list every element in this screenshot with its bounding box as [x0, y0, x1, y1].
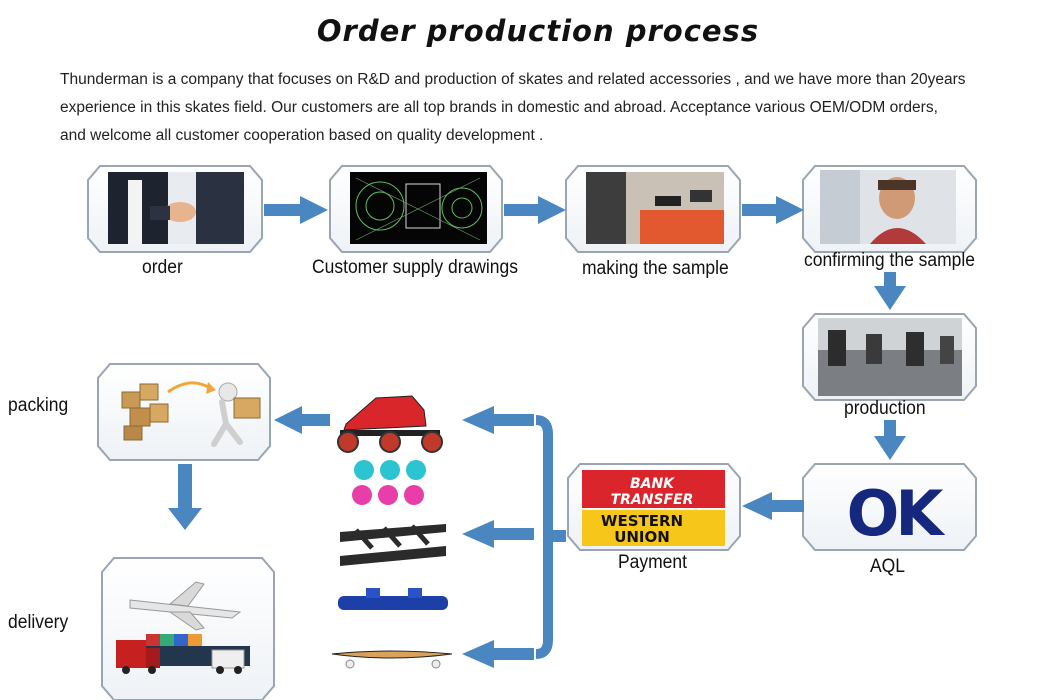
transfer-label: TRANSFER: [611, 492, 694, 508]
arrow-to-packing: [274, 406, 330, 434]
intro-line-1: Thunderman is a company that focuses on …: [60, 71, 966, 88]
confirm-box: [802, 165, 977, 253]
arrow-payment-to-branch: [552, 530, 566, 542]
intro-line-3: and welcome all customer cooperation bas…: [60, 127, 544, 144]
order-box: [87, 165, 263, 253]
arrow-confirm-to-production: [874, 272, 906, 310]
flow-arrows: [168, 196, 906, 668]
packing-box: [97, 363, 271, 461]
step-sample-label: making the sample: [582, 258, 729, 279]
intro-line-2: experience in this skates field. Our cus…: [60, 99, 938, 116]
arrow-to-skateboard: [462, 640, 534, 668]
step-aql-label: AQL: [870, 556, 905, 577]
arrow-aql-to-payment: [742, 492, 804, 520]
frames-image: [340, 524, 446, 566]
western-label: WESTERN: [601, 512, 683, 530]
blue-frame-image: [338, 588, 448, 610]
branch-bracket: [535, 415, 553, 659]
wheels-image: [352, 460, 426, 505]
step-production-label: production: [844, 398, 926, 419]
arrow-packing-to-delivery: [168, 464, 202, 530]
skateboard-image: [331, 650, 453, 669]
step-packing-label: packing: [8, 395, 69, 416]
production-box: [802, 313, 977, 401]
arrow-order-to-drawings: [264, 196, 328, 224]
arrow-to-skate: [462, 406, 534, 434]
payment-box: BANK TRANSFER WESTERN UNION: [567, 463, 741, 551]
arrow-drawings-to-sample: [504, 196, 566, 224]
skate-boot-image: [337, 395, 443, 453]
arrow-sample-to-confirm: [742, 196, 804, 224]
ok-logo: OK: [847, 477, 946, 550]
bank-label: BANK: [630, 476, 675, 492]
drawings-box: [329, 165, 503, 253]
intro-paragraph: Thunderman is a company that focuses on …: [60, 66, 1040, 150]
delivery-box: [101, 557, 275, 700]
aql-box: OK: [802, 463, 977, 551]
step-payment-label: Payment: [618, 552, 687, 573]
arrow-to-frames: [462, 520, 534, 548]
page-title: Order production process: [316, 14, 760, 48]
step-confirm-label: confirming the sample: [804, 250, 976, 271]
union-label: UNION: [614, 528, 670, 546]
step-delivery-label: delivery: [8, 612, 69, 633]
arrow-production-to-aql: [874, 420, 906, 460]
sample-box: [565, 165, 741, 253]
step-order-label: order: [142, 257, 183, 278]
step-drawings-label: Customer supply drawings: [312, 257, 518, 278]
